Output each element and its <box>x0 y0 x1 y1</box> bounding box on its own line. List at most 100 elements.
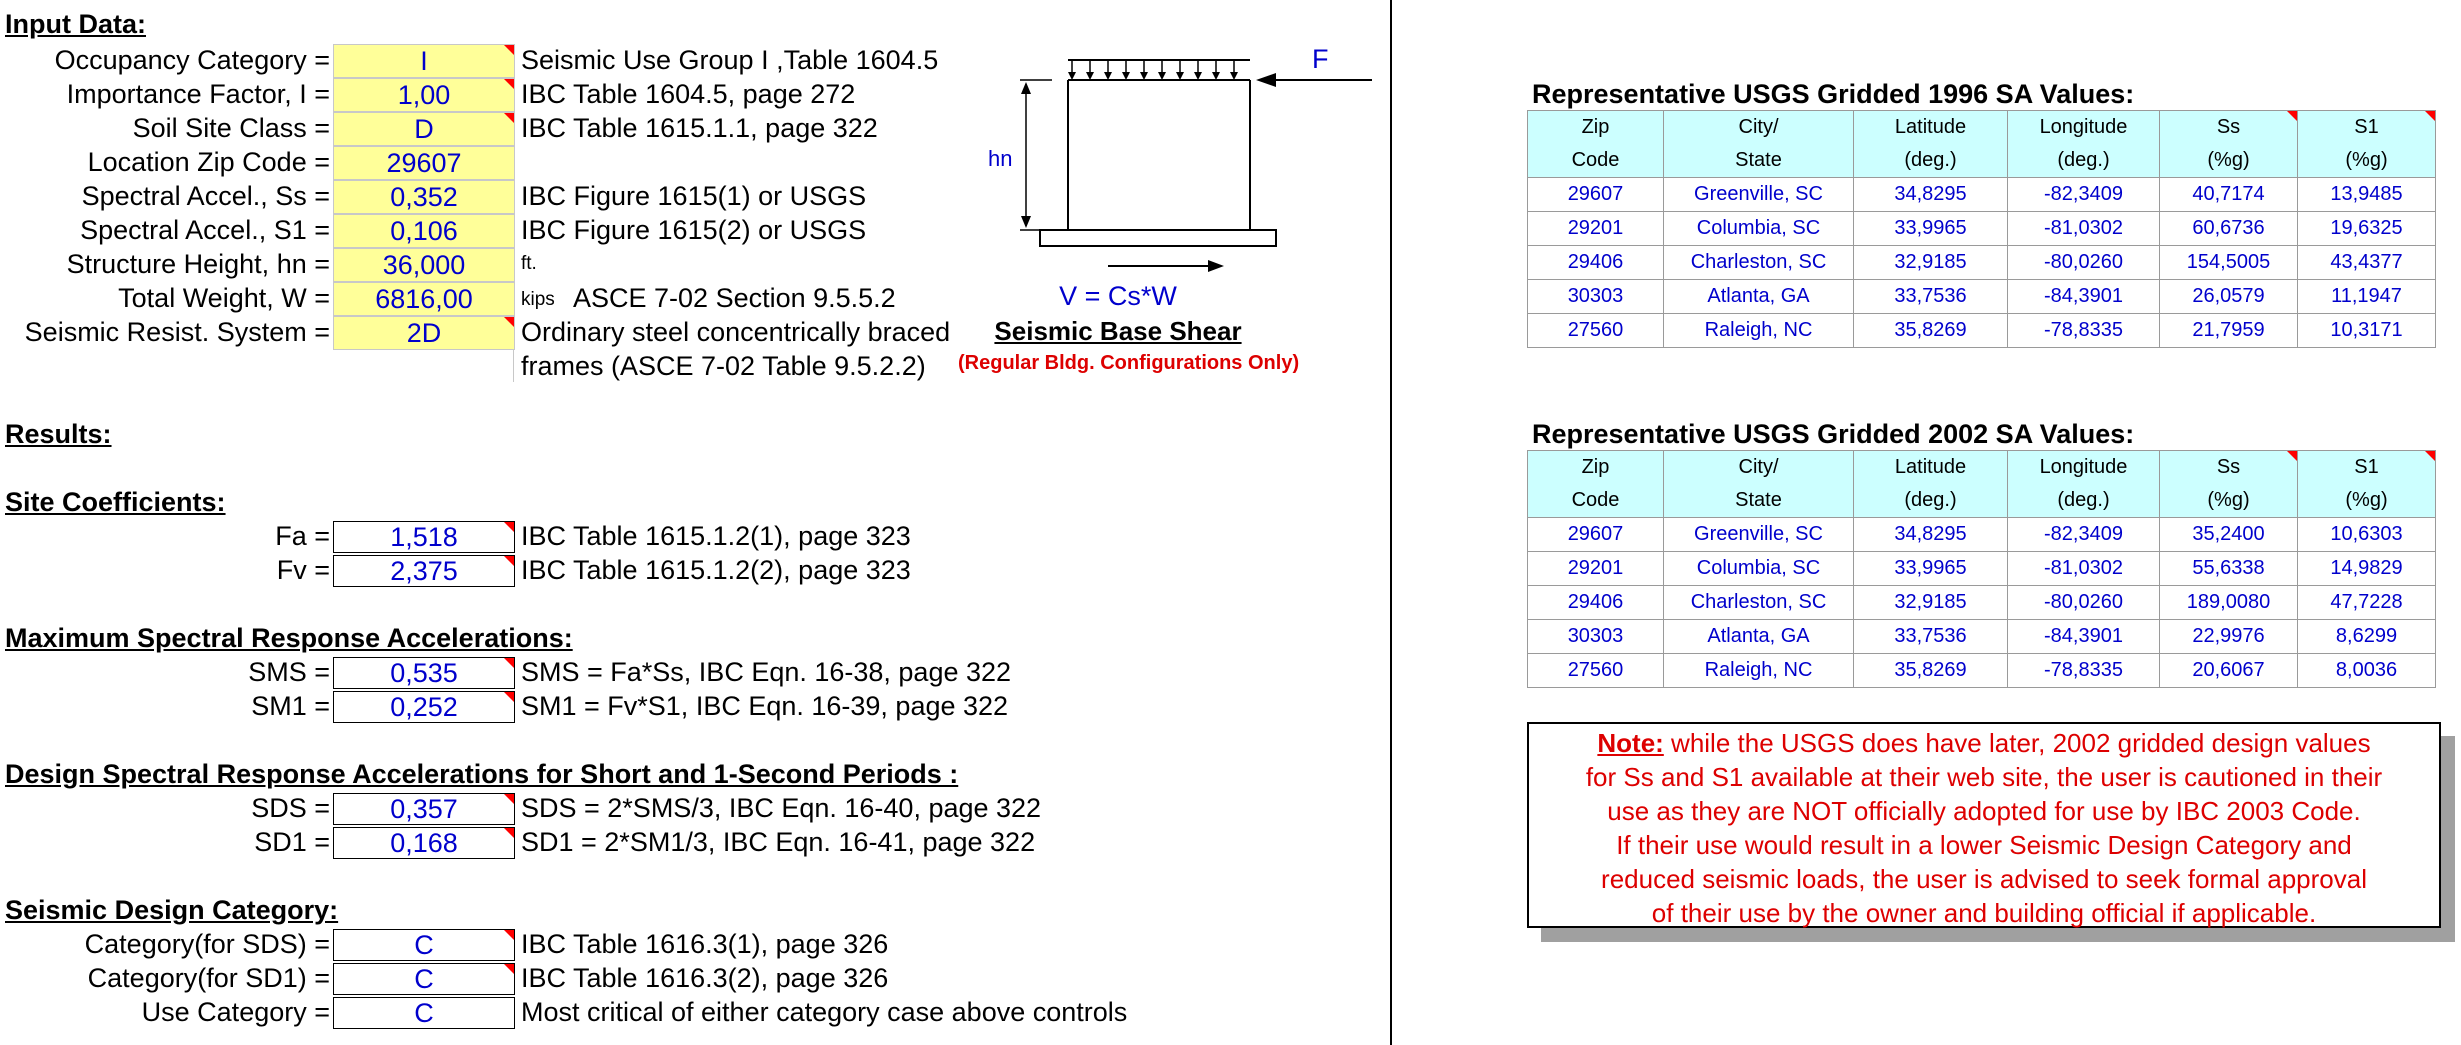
result-label: Category(for SDS) = <box>84 929 330 959</box>
table-header-row: Code State (deg.) (deg.) (%g) (%g) <box>1527 484 2436 518</box>
input-label: Occupancy Category = <box>54 45 330 75</box>
result-desc: SD1 = 2*SM1/3, IBC Eqn. 16-41, page 322 <box>521 827 1036 857</box>
table-cell: -78,8335 <box>2007 653 2160 688</box>
spectral-accel-ss-input[interactable]: 0,352 <box>333 180 515 214</box>
table-header-cell: S1 <box>2297 450 2436 484</box>
result-label: SD1 = <box>254 827 330 857</box>
table-cell: 27560 <box>1527 313 1664 348</box>
structure-height-input[interactable]: 36,000 <box>333 248 515 282</box>
input-desc: ASCE 7-02 Section 9.5.5.2 <box>573 283 896 313</box>
table-cell: 29406 <box>1527 245 1664 280</box>
table-cell: Greenville, SC <box>1663 177 1854 212</box>
sd1-value: 0,168 <box>333 827 515 859</box>
input-label: Importance Factor, I = <box>66 79 330 109</box>
table-header-cell: (deg.) <box>1853 484 2008 518</box>
table-cell: 35,8269 <box>1853 313 2008 348</box>
diagram-subtitle: (Regular Bldg. Configurations Only) <box>958 352 1300 374</box>
force-label: F <box>1312 44 1329 74</box>
table-cell: -80,0260 <box>2007 585 2160 620</box>
note-line: while the USGS does have later, 2002 gri… <box>1663 728 2371 758</box>
table-header-cell: Longitude <box>2007 450 2160 484</box>
results-heading: Results: <box>5 419 112 449</box>
table-cell: 29201 <box>1527 551 1664 586</box>
table-cell: Columbia, SC <box>1663 211 1854 246</box>
sm1-value: 0,252 <box>333 691 515 723</box>
usgs-2002-table: Zip City/ Latitude Longitude Ss S1 Code … <box>1527 450 2436 688</box>
input-label: Soil Site Class = <box>132 113 330 143</box>
table-cell: 21,7959 <box>2159 313 2298 348</box>
table-cell: 33,7536 <box>1853 279 2008 314</box>
note-label: Note: <box>1597 728 1664 758</box>
table-header-cell: (%g) <box>2159 484 2298 518</box>
spectral-accel-s1-input[interactable]: 0,106 <box>333 214 515 248</box>
table-cell: 29406 <box>1527 585 1664 620</box>
table-cell: 30303 <box>1527 619 1664 654</box>
table-header-cell: Longitude <box>2007 110 2160 144</box>
result-label: Use Category = <box>141 997 330 1027</box>
input-desc: IBC Figure 1615(2) or USGS <box>521 215 867 245</box>
category-sds-value: C <box>333 929 515 961</box>
table-cell: -84,3901 <box>2007 619 2160 654</box>
input-label: Structure Height, hn = <box>66 249 330 279</box>
table-cell: Charleston, SC <box>1663 585 1854 620</box>
table-cell: -78,8335 <box>2007 313 2160 348</box>
table-cell: 13,9485 <box>2297 177 2436 212</box>
table-cell: 26,0579 <box>2159 279 2298 314</box>
input-label: Spectral Accel., Ss = <box>81 181 330 211</box>
table-cell: Raleigh, NC <box>1663 653 1854 688</box>
table-cell: Greenville, SC <box>1663 517 1854 552</box>
table-cell: 33,9965 <box>1853 211 2008 246</box>
note-line: use as they are NOT officially adopted f… <box>1607 796 2361 826</box>
table-cell: Columbia, SC <box>1663 551 1854 586</box>
table-cell: -81,0302 <box>2007 551 2160 586</box>
max-spectral-heading: Maximum Spectral Response Accelerations: <box>5 623 573 653</box>
table-header-cell: (%g) <box>2297 144 2436 178</box>
table-header-cell: Code <box>1527 484 1664 518</box>
result-desc: IBC Table 1616.3(1), page 326 <box>521 929 889 959</box>
table-cell: 10,3171 <box>2297 313 2436 348</box>
occupancy-category-input[interactable]: I <box>333 44 515 78</box>
diagram-title: Seismic Base Shear <box>994 316 1242 346</box>
total-weight-input[interactable]: 6816,00 <box>333 282 515 316</box>
table-cell: -80,0260 <box>2007 245 2160 280</box>
base-shear-equation: V = Cs*W <box>1059 281 1177 311</box>
table-cell: Raleigh, NC <box>1663 313 1854 348</box>
table-header-row: Zip City/ Latitude Longitude Ss S1 <box>1527 450 2436 484</box>
table-cell: 29201 <box>1527 211 1664 246</box>
soil-site-class-input[interactable]: D <box>333 112 515 146</box>
table-cell: 27560 <box>1527 653 1664 688</box>
table-cell: 43,4377 <box>2297 245 2436 280</box>
table-cell: 22,9976 <box>2159 619 2298 654</box>
result-label: Fv = <box>276 555 330 585</box>
table-cell: 19,6325 <box>2297 211 2436 246</box>
result-desc: IBC Table 1615.1.2(2), page 323 <box>521 555 911 585</box>
table-cell: Atlanta, GA <box>1663 279 1854 314</box>
table-cell: 154,5005 <box>2159 245 2298 280</box>
zip-code-input[interactable]: 29607 <box>333 146 515 180</box>
table-header-cell: Latitude <box>1853 110 2008 144</box>
table-cell: 34,8295 <box>1853 517 2008 552</box>
result-desc: IBC Table 1615.1.2(1), page 323 <box>521 521 911 551</box>
table-header-cell: Latitude <box>1853 450 2008 484</box>
table-cell: Charleston, SC <box>1663 245 1854 280</box>
table-cell: 33,7536 <box>1853 619 2008 654</box>
table-cell: 33,9965 <box>1853 551 2008 586</box>
design-spectral-heading: Design Spectral Response Accelerations f… <box>5 759 959 789</box>
table-cell: -82,3409 <box>2007 517 2160 552</box>
table-cell: 40,7174 <box>2159 177 2298 212</box>
table-header-cell: Ss <box>2159 450 2298 484</box>
column-divider <box>1390 0 1392 1045</box>
note-line: for Ss and S1 available at their web sit… <box>1585 762 2383 792</box>
importance-factor-input[interactable]: 1,00 <box>333 78 515 112</box>
table-cell: 8,6299 <box>2297 619 2436 654</box>
table-cell: Atlanta, GA <box>1663 619 1854 654</box>
seismic-resist-system-input[interactable]: 2D <box>333 316 515 350</box>
table-header-cell: (deg.) <box>2007 484 2160 518</box>
table-header-cell: Zip <box>1527 450 1664 484</box>
